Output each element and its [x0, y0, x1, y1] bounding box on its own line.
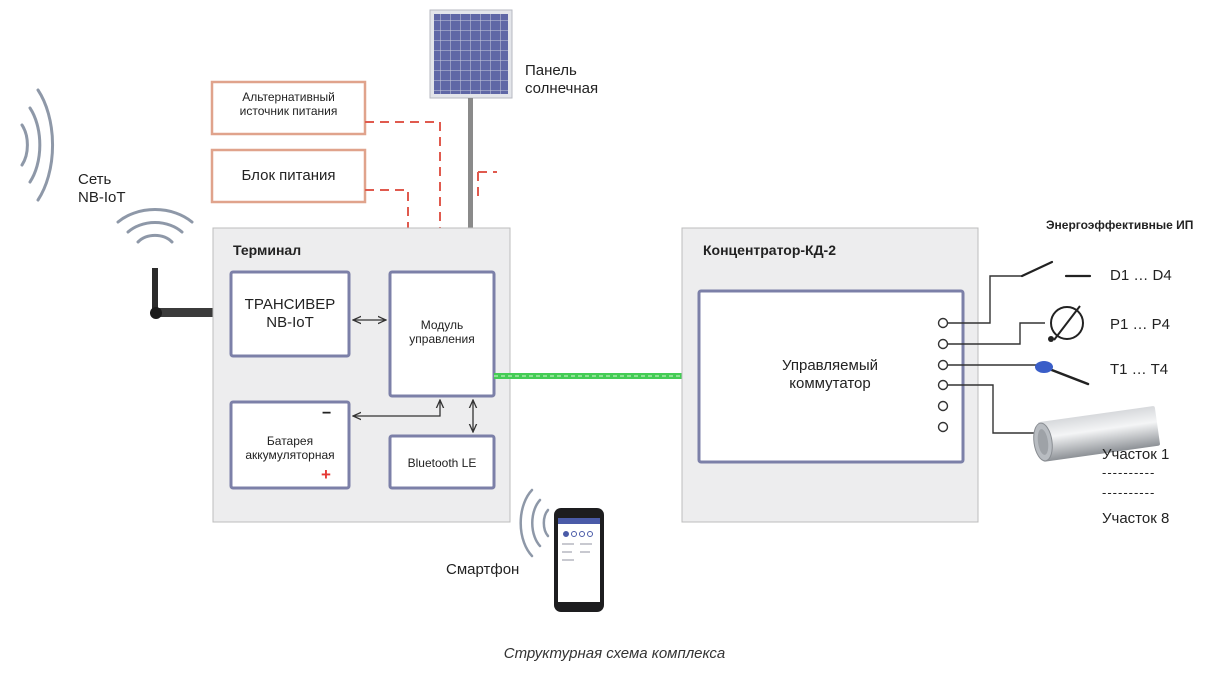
switch-ports	[937, 317, 949, 433]
sensor-label-t: T1 … T4	[1110, 361, 1169, 378]
battery-box	[229, 400, 351, 490]
battery-minus-sign: −	[322, 405, 332, 422]
sensor-label-d: D1 … D4	[1110, 267, 1172, 284]
sensor-wires	[948, 275, 1045, 434]
solar-panel-label-line1: Панель	[525, 62, 577, 79]
solar-panel-label: Панель солнечная	[525, 62, 598, 98]
battery-label: Батарея аккумуляторная	[231, 434, 349, 463]
section-last-label: Участок 8	[1102, 510, 1170, 527]
battery-label-line1: Батарея	[266, 434, 314, 448]
solar-panel-label-line2: солнечная	[525, 80, 599, 97]
network-label: Сеть NB-IoT	[78, 171, 126, 207]
power-unit-box	[210, 148, 367, 204]
transceiver-label-line1: ТРАНСИВЕР	[244, 296, 336, 313]
solar-panel-icon	[429, 9, 513, 232]
battery-label-line2: аккумуляторная	[245, 448, 335, 463]
section-dashes-1: ----------	[1102, 465, 1156, 480]
pressure-gauge-icon	[1048, 305, 1084, 342]
internal-links	[353, 320, 473, 432]
smartphone-icon	[554, 508, 604, 612]
control-module-label-line2: управления	[409, 332, 475, 347]
network-label-line1: Сеть	[78, 171, 112, 188]
sensor-label-p: P1 … P4	[1110, 316, 1171, 333]
control-module-label-line1: Модуль	[420, 318, 464, 332]
battery-plus-sign: +	[321, 465, 331, 484]
bluetooth-box	[388, 434, 496, 490]
transceiver-label: ТРАНСИВЕР NB-IoT	[231, 296, 349, 332]
pipe-icon	[1033, 406, 1160, 462]
bluetooth-waves-icon	[519, 488, 550, 558]
alt-power-label: Альтернативный источник питания	[212, 90, 365, 119]
green-link	[494, 373, 702, 379]
network-label-line2: NB-IoT	[78, 189, 126, 206]
alt-power-label-line2: источник питания	[239, 104, 338, 119]
transceiver-label-line2: NB-IoT	[266, 314, 314, 331]
temperature-probe-icon	[1035, 361, 1090, 386]
switch-label: Управляемый коммутатор	[730, 357, 930, 393]
power-unit-label: Блок питания	[241, 167, 336, 184]
switch-label-line1: Управляемый	[782, 357, 878, 374]
control-module-box	[388, 270, 496, 398]
smartphone-label: Смартфон	[446, 561, 520, 578]
wifi-waves-icon	[20, 88, 55, 202]
concentrator-title: Концентратор-КД-2	[703, 242, 836, 258]
contact-switch-icon	[1020, 260, 1092, 278]
sensors-title: Энергоэффективные ИП	[1046, 218, 1194, 232]
antenna-icon	[116, 208, 232, 319]
terminal-title: Терминал	[233, 242, 302, 258]
control-module-label: Модуль управления	[390, 318, 494, 347]
alt-power-label-line1: Альтернативный	[242, 90, 335, 104]
section-dashes-2: ----------	[1102, 485, 1156, 500]
bluetooth-label: Bluetooth LE	[407, 456, 477, 470]
section-first-label: Участок 1	[1102, 446, 1170, 463]
switch-label-line2: коммутатор	[789, 375, 871, 392]
alt-power-box	[210, 80, 367, 136]
figure-caption: Структурная схема комплекса	[503, 645, 726, 662]
switch-box	[697, 289, 965, 464]
transceiver-box	[229, 270, 351, 358]
